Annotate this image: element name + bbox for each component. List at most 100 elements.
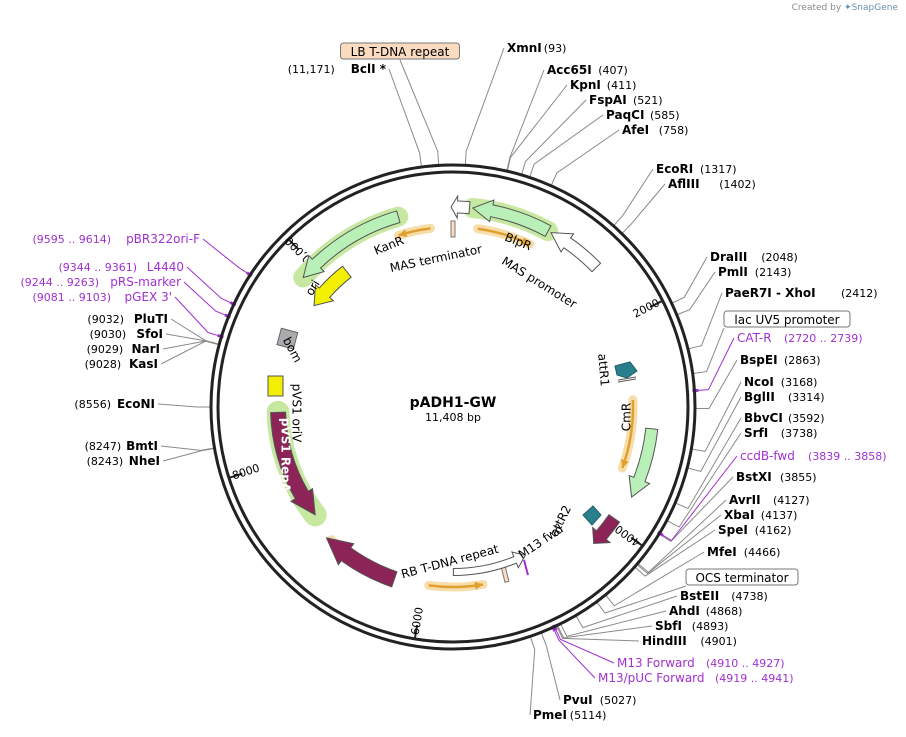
site-leader — [557, 625, 653, 639]
primer-coord: (9595 .. 9614) — [32, 233, 111, 246]
site-leader-lines — [157, 47, 742, 716]
site-coord: (585) — [650, 109, 680, 122]
tick-mark — [649, 300, 663, 308]
site-coord: (3168) — [781, 376, 818, 389]
site-name: NarI — [131, 342, 160, 356]
primer-leader — [186, 266, 234, 305]
primer-coord: (4910 .. 4927) — [706, 657, 785, 670]
site-coord: (8243) — [87, 455, 124, 468]
site-leader — [672, 256, 708, 304]
feature-arrow — [592, 514, 621, 544]
feature-label: RB T-DNA repeat — [400, 542, 501, 582]
site-name: MfeI — [707, 545, 737, 559]
site-name: PaeR7I - XhoI — [725, 286, 816, 300]
site-leader — [529, 637, 536, 716]
site-name: FspAI — [589, 93, 627, 107]
site-leader — [170, 318, 219, 345]
site-name: XbaI — [724, 508, 754, 522]
feature-label: BlpR — [503, 230, 534, 253]
primer-name: pBR322ori-F — [126, 232, 200, 246]
site-coord: (1402) — [719, 178, 756, 191]
site-coord: (2143) — [755, 266, 792, 279]
orange-arc — [398, 227, 431, 237]
site-name: BglII — [744, 390, 775, 404]
site-coord: (4901) — [700, 635, 737, 648]
feature-label-box — [685, 568, 799, 586]
feature-label: pVS1 RepA — [279, 418, 293, 493]
site-coord: (5027) — [600, 694, 637, 707]
primer-leader — [553, 628, 596, 679]
site-name: PmeI — [533, 708, 567, 722]
feature-label: pVS1 oriV — [290, 384, 304, 444]
site-coord: (9028) — [85, 358, 122, 371]
site-leader — [556, 626, 640, 642]
site-leader — [521, 99, 587, 175]
attr1-hatch — [617, 376, 637, 383]
primer-leader — [554, 627, 615, 664]
site-leader — [688, 396, 742, 473]
primer-name: L4440 — [147, 260, 184, 274]
site-leader — [560, 610, 667, 637]
site-leader — [692, 381, 742, 452]
site-coord: (2412) — [841, 287, 878, 300]
feature-label: KanR — [372, 233, 406, 258]
feature-label: attR1 — [595, 353, 612, 387]
site-name: BclI * — [351, 62, 387, 76]
site-leader — [464, 47, 505, 165]
plasmid-size: 11,408 bp — [425, 411, 481, 424]
attr1-marker — [614, 361, 638, 379]
site-coord: (3855) — [780, 471, 817, 484]
site-coord: (2863) — [784, 354, 821, 367]
primer-coord: (9244 .. 9263) — [20, 276, 99, 289]
site-leader — [551, 129, 620, 186]
tick-label: 8000 — [231, 462, 262, 483]
primer-leader — [695, 337, 735, 392]
feature-leader — [596, 585, 687, 614]
site-leader — [635, 529, 716, 577]
site-coord: (9030) — [90, 328, 127, 341]
feature-arrow — [450, 194, 471, 220]
bom-marker — [276, 327, 299, 350]
feature-box-label: lac UV5 promoter — [734, 313, 839, 327]
primer-name: M13 Forward — [617, 656, 695, 670]
site-leader — [659, 476, 734, 542]
primer-name: CAT-R — [737, 331, 772, 345]
attr2-marker — [582, 505, 602, 526]
map-labels: XmnI(93)Acc65I(407)KpnI(411)FspAI(521)Pa… — [20, 41, 886, 722]
site-coord: (4137) — [761, 509, 798, 522]
site-name: XmnI — [507, 41, 542, 55]
primer-name: pGEX 3' — [125, 290, 172, 304]
site-name: AvrII — [729, 493, 761, 507]
site-coord: (8247) — [85, 440, 122, 453]
tick-mark — [414, 624, 419, 639]
lb-repeat-marker — [450, 220, 456, 238]
site-leader — [605, 551, 705, 607]
site-name: SrfI — [744, 426, 768, 440]
backbone-outer-ring — [209, 163, 697, 651]
feature-arrow — [628, 427, 659, 498]
site-name: BbvCI — [744, 411, 783, 425]
feature-arrow — [313, 265, 352, 307]
feature-leader — [693, 327, 725, 374]
site-name: SpeI — [718, 523, 748, 537]
tick-mark — [229, 472, 243, 479]
site-name: NheI — [129, 454, 160, 468]
tick-label: 6000 — [409, 606, 426, 636]
site-leader — [160, 340, 219, 365]
site-leader — [388, 68, 422, 167]
site-coord: (4127) — [773, 494, 810, 507]
credit-prefix: Created by — [791, 3, 842, 13]
site-leader — [695, 359, 738, 410]
tick-mark — [630, 536, 643, 547]
credit-watermark: Created by ✦SnapGene — [792, 3, 898, 13]
site-leader — [675, 417, 742, 510]
site-name: EcoNI — [117, 397, 155, 411]
orange-arrowhead — [398, 229, 408, 238]
feature-label: pVS1 StaA — [351, 497, 420, 545]
site-name: Acc65I — [547, 63, 592, 77]
site-name: KpnI — [570, 78, 601, 92]
site-leader — [667, 432, 742, 528]
credit-brand: SnapGene — [851, 3, 898, 13]
site-coord: (8556) — [74, 398, 111, 411]
